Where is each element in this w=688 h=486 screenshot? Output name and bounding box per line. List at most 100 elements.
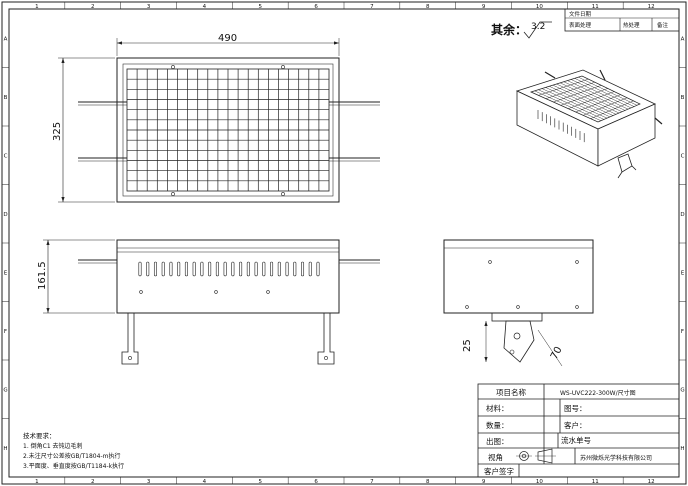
iso-grille-bar	[590, 100, 634, 119]
zone-label-A: A	[4, 36, 8, 42]
zone-label-G: G	[3, 387, 7, 393]
vent-slot	[215, 261, 219, 277]
title-block	[477, 383, 680, 478]
zone-label-A: A	[681, 36, 685, 42]
iso-grille-bar	[560, 82, 623, 112]
tech-note-1: 1. 倒角C1 去钝边毛刺	[23, 442, 83, 450]
zone-label-H: H	[3, 446, 7, 452]
zone-label-10: 10	[536, 479, 543, 485]
tech-notes: 技术要求： 1. 倒角C1 去钝边毛刺 2.未注尺寸公差按GB/T1804-m执…	[23, 431, 124, 470]
vent-slot	[184, 261, 188, 277]
iso-grille-bar	[556, 83, 620, 114]
zone-label-H: H	[680, 446, 684, 452]
zone-label-4: 4	[203, 4, 207, 10]
vent-slot	[293, 261, 297, 277]
zone-label-1: 1	[35, 479, 39, 485]
zone-label-5: 5	[259, 479, 263, 485]
zone-label-5: 5	[259, 4, 263, 10]
zone-label-3: 3	[147, 4, 151, 10]
front-view: 490 325	[52, 33, 380, 203]
zone-label-2: 2	[91, 479, 95, 485]
vent-slot	[231, 261, 235, 277]
zone-markers-left: A B C D E F G H	[2, 36, 9, 452]
view-angle-label: 视角	[488, 452, 503, 462]
vent-slot	[270, 261, 274, 277]
iso-grille-bar	[570, 79, 632, 109]
zone-label-B: B	[4, 95, 8, 101]
zone-label-D: D	[3, 212, 7, 218]
vent-slot	[153, 261, 157, 277]
iso-grille-bar	[568, 91, 615, 109]
revision-box: 文件日期 表面处理 热处理 备注	[564, 8, 680, 32]
zone-label-C: C	[4, 153, 8, 159]
zone-label-7: 7	[370, 4, 374, 10]
vent-slot	[200, 261, 204, 277]
zone-label-12: 12	[648, 479, 655, 485]
zone-label-9: 9	[482, 479, 486, 485]
side-vents	[138, 261, 320, 277]
revision-label-heat: 热处理	[623, 21, 640, 29]
company-name: 苏州微烁光学科技有限公司	[580, 454, 652, 462]
tech-note-3: 3.平面度、垂直度按GB/T1184-k执行	[23, 462, 124, 470]
zone-label-2: 2	[91, 4, 95, 10]
vent-slot	[308, 261, 312, 277]
vent-slot	[301, 261, 305, 277]
dimension-bracket-small: 25	[462, 339, 473, 352]
front-grille	[127, 69, 329, 191]
zone-label-E: E	[681, 270, 685, 276]
title-block-text: 项目名称 WS-UVC222-300W/尺寸图 材料： 图号： 数量： 客户： …	[484, 387, 652, 476]
iso-grille-bar	[538, 78, 589, 96]
zone-label-11: 11	[592, 4, 599, 10]
zone-label-B: B	[681, 95, 685, 101]
output-label: 出图：	[486, 436, 509, 446]
iso-grille-bar	[552, 84, 617, 115]
vent-slot	[169, 261, 173, 277]
zone-label-6: 6	[314, 479, 318, 485]
vent-slot	[208, 261, 212, 277]
vent-slot	[223, 261, 227, 277]
serial-number-label: 流水单号	[561, 435, 591, 445]
vent-slot	[262, 261, 266, 277]
zone-label-11: 11	[592, 479, 599, 485]
zone-label-6: 6	[314, 4, 318, 10]
project-name-value: WS-UVC222-300W/尺寸图	[560, 389, 636, 397]
iso-grille-bar	[574, 78, 635, 107]
zone-label-F: F	[4, 329, 7, 335]
zone-label-7: 7	[370, 479, 374, 485]
end-view: 25 70	[443, 239, 594, 367]
roughness-value: 3.2	[531, 22, 545, 32]
side-view: 161.5	[37, 239, 380, 365]
vent-slot	[316, 261, 320, 277]
material-label: 材料：	[486, 403, 509, 413]
zone-label-12: 12	[648, 4, 655, 10]
customer-signature-label: 客户签字	[484, 466, 514, 476]
iso-grille-bar	[583, 97, 628, 116]
revision-label-note: 备注	[657, 21, 669, 29]
roughness-note: 其余： 3.2	[491, 21, 552, 39]
zone-label-8: 8	[426, 4, 430, 10]
iso-grille-bar	[541, 88, 608, 119]
isometric-view	[515, 69, 663, 179]
dimension-width: 490	[218, 33, 237, 44]
zone-label-10: 10	[536, 4, 543, 10]
customer-label: 客户：	[564, 420, 587, 430]
project-name-label: 项目名称	[496, 387, 526, 397]
zone-label-4: 4	[203, 479, 207, 485]
vent-slot	[246, 261, 250, 277]
vent-slot	[177, 261, 181, 277]
vent-slot	[161, 261, 165, 277]
isometric-vents	[537, 110, 585, 143]
iso-grille-bar	[545, 87, 611, 118]
drawing-number-label: 图号：	[564, 404, 587, 413]
zone-label-3: 3	[147, 479, 151, 485]
zone-label-9: 9	[482, 4, 486, 10]
zone-label-E: E	[4, 270, 8, 276]
vent-slot	[192, 261, 196, 277]
iso-grille-bar	[567, 80, 629, 110]
iso-grille-bar	[560, 88, 608, 106]
roughness-label: 其余：	[491, 22, 527, 37]
